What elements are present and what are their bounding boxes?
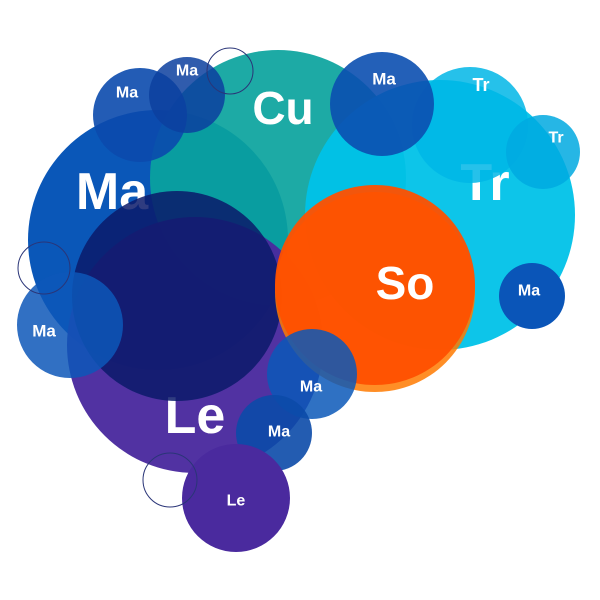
bubble-cu-label: Cu xyxy=(252,82,313,134)
bubble-dark-center-circle xyxy=(72,191,282,401)
bubble-ma-right: Ma xyxy=(499,263,565,329)
bubble-tr-top-circle xyxy=(412,67,528,183)
bubble-ma-lower-a: Ma xyxy=(267,329,357,419)
bubble-ma-right-label: Ma xyxy=(518,283,540,300)
bubble-ma-lower-a-label: Ma xyxy=(300,379,322,396)
bubble-tr-top: Tr xyxy=(412,67,528,183)
bubble-ma-lower-a-circle xyxy=(267,329,357,419)
bubble-tr-top-label: Tr xyxy=(472,75,489,95)
bubble-le-small-circle xyxy=(182,444,290,552)
bubble-tr-small-circle xyxy=(506,115,580,189)
bubble-le-small: Le xyxy=(182,444,290,552)
bubble-ma-top-center-circle xyxy=(330,52,434,156)
bubble-ma-top-center-label: Ma xyxy=(372,70,396,89)
outline-circle-left xyxy=(17,241,71,295)
bubble-ma-left: Ma xyxy=(17,272,123,378)
bubble-ma-top-center: Ma xyxy=(330,52,434,156)
bubble-ma-top: Ma xyxy=(149,57,225,133)
bubble-ma-left-circle xyxy=(17,272,123,378)
outline-circle-top xyxy=(206,47,254,95)
bubble-ma-right-circle xyxy=(499,263,565,329)
bubble-ma-top-label: Ma xyxy=(176,63,198,80)
bubble-ma-top-circle xyxy=(149,57,225,133)
bubble-le-small-label: Le xyxy=(227,493,246,510)
bubble-dark-center xyxy=(72,191,282,401)
bubble-ma-left-label: Ma xyxy=(32,322,56,341)
bubble-tr-small-label: Tr xyxy=(548,130,563,147)
bubble-tr-small: Tr xyxy=(506,115,580,189)
outline-circle-bottom xyxy=(142,452,198,508)
bubble-ma-lower-b-label: Ma xyxy=(268,424,290,441)
bubble-ma-top-left-label: Ma xyxy=(116,85,138,102)
bubble-so-label: So xyxy=(376,257,435,309)
